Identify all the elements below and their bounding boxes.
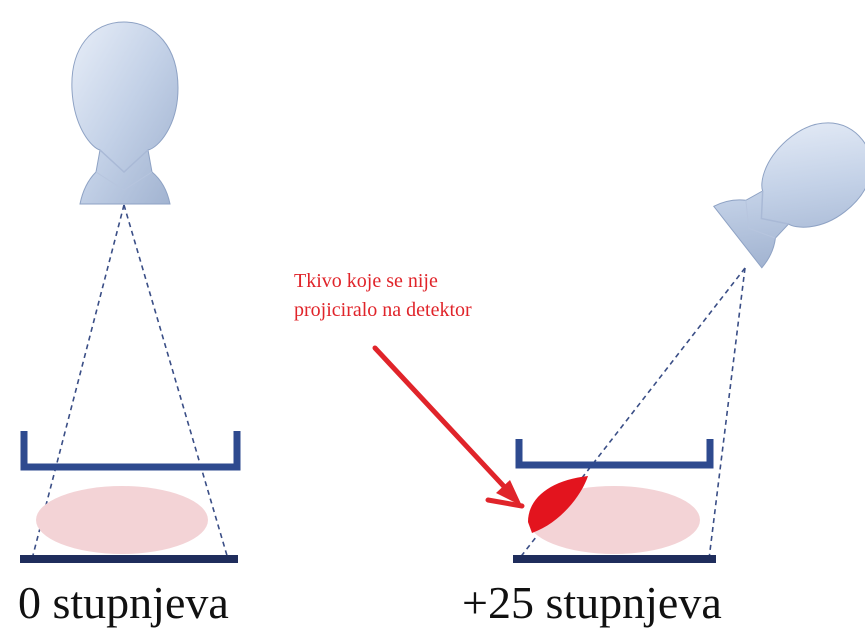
detector-left [20,555,238,563]
caption-25-degrees: +25 stupnjeva [462,577,722,628]
compression-paddle-right [515,439,714,469]
caption-0-degrees: 0 stupnjeva [18,577,229,628]
xray-tube-left [71,21,179,205]
detector-right [513,555,716,563]
panel-0-degrees [20,21,241,563]
panel-25-degrees [513,122,865,563]
annotation-label: Tkivo koje se nije projiciralo na detekt… [294,267,472,325]
breast-tissue-left [36,486,208,554]
compression-paddle-left [20,431,241,471]
xray-tube-right [712,122,865,269]
unprojected-tissue [528,476,588,533]
annotation-line-2: projiciralo na detektor [294,299,472,321]
xray-beam-lines-left [31,204,229,560]
annotation-arrow [372,345,525,509]
annotation-line-1: Tkivo koje se nije [294,270,438,292]
